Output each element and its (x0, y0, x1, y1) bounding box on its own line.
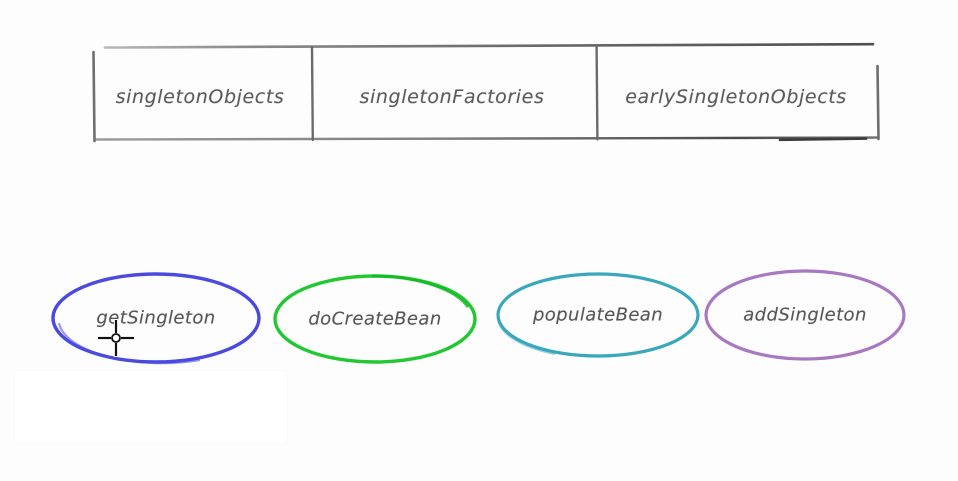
node-label: addSingleton (743, 304, 867, 326)
table-top-border (103, 42, 875, 49)
ellipse-outline (704, 269, 906, 361)
table-left-border (92, 50, 96, 143)
ellipse-overdraw (57, 322, 201, 365)
whiteboard-erase-artifact (15, 371, 287, 443)
node-label: getSingleton (96, 307, 216, 329)
node-label: doCreateBean (308, 308, 442, 330)
node-label: populateBean (532, 304, 664, 326)
table-cell-singleton-objects: singletonObjects (115, 86, 285, 108)
table-cell-early-singleton-objects: earlySingletonObjects (625, 86, 847, 108)
node-do-create-bean[interactable]: doCreateBean (272, 273, 478, 365)
table-strokes (92, 42, 880, 143)
table-bottom-border (94, 136, 879, 141)
ellipse-overdraw (371, 274, 470, 308)
table-divider-2 (595, 44, 599, 141)
node-add-singleton[interactable]: addSingleton (703, 268, 907, 362)
ellipse-overdraw (496, 316, 556, 356)
singleton-caches-table: singletonObjects singletonFactories earl… (0, 0, 958, 200)
node-get-singleton[interactable]: getSingleton (50, 271, 262, 365)
table-bottom-border-accent (778, 137, 868, 142)
node-populate-bean[interactable]: populateBean (495, 271, 701, 359)
table-right-border (876, 64, 880, 141)
table-cell-singleton-factories: singletonFactories (359, 86, 545, 108)
ellipse-outline (51, 272, 261, 364)
ellipse-outline (496, 272, 700, 358)
table-divider-1 (310, 45, 314, 142)
